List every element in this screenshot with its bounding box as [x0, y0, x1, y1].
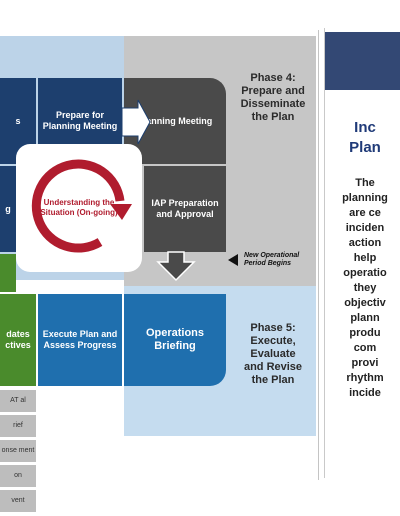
circular-arrow-icon [31, 159, 125, 253]
phase-background-top [0, 36, 124, 80]
panel-body: The planning are ce inciden action help … [342, 177, 388, 399]
tile-execute-plan: Execute Plan and Assess Progress [38, 294, 122, 386]
side-item: onse ment [0, 440, 36, 463]
tile-iap-preparation: IAP Preparation and Approval [144, 166, 226, 252]
tile-operations-briefing: Operations Briefing [124, 294, 226, 386]
divider [318, 30, 319, 480]
side-list: AT al rief onse ment on vent [0, 390, 36, 515]
planning-cycle-diagram: s Prepare for Planning Meeting Planning … [0, 36, 316, 513]
arrow-left-icon [228, 254, 238, 266]
tile-left-green [0, 254, 16, 292]
phase4-label: Phase 4: Prepare and Disseminate the Pla… [240, 72, 306, 123]
side-item: AT al [0, 390, 36, 413]
tile-update-objectives: dates ctives [0, 294, 36, 386]
side-panel: Inc Plan The planning are ce inciden act… [324, 28, 400, 478]
tile-left-mid: g [0, 166, 16, 252]
cycle-graphics [31, 99, 238, 282]
phase5-label: Phase 5: Execute, Evaluate and Revise th… [243, 322, 303, 386]
side-item: on [0, 465, 36, 488]
side-item: rief [0, 415, 36, 438]
center-label: Understanding the Situation (On-going) [40, 198, 118, 217]
panel-header-band [325, 32, 400, 90]
arrow-down-icon [156, 251, 196, 282]
arrow-right-icon [121, 99, 151, 145]
panel-title: Inc Plan [349, 119, 381, 156]
side-item: vent [0, 490, 36, 513]
new-operational-period-label: New Operational Period Begins [244, 252, 300, 267]
